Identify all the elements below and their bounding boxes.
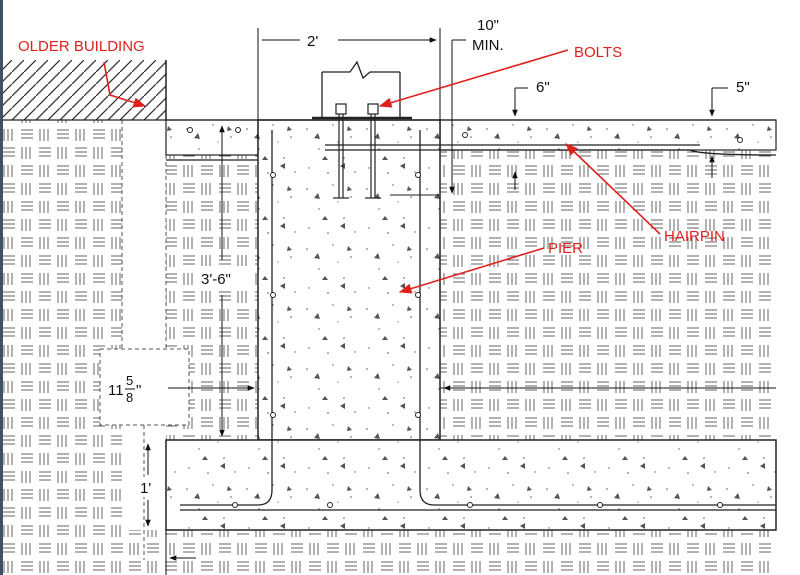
footing-depth-dimension: 1' bbox=[140, 480, 151, 497]
footing bbox=[165, 439, 777, 531]
older-building-leader bbox=[103, 61, 147, 108]
anchor-bolts bbox=[333, 103, 440, 199]
slab-left bbox=[165, 119, 259, 156]
left-edge-bar bbox=[0, 0, 3, 575]
soil-left bbox=[0, 120, 122, 575]
hairpin-leader bbox=[565, 143, 661, 235]
min-embed-value: 10" bbox=[477, 17, 499, 34]
base-plate bbox=[312, 60, 412, 120]
pier-width-dimension: 2' bbox=[307, 33, 318, 50]
gap-dimension: 11 5 8 " bbox=[108, 373, 141, 405]
hairpin-label: HAIRPIN bbox=[664, 228, 725, 245]
pier-leader bbox=[398, 247, 545, 294]
gap-denominator: 8 bbox=[126, 390, 133, 405]
pier bbox=[257, 119, 441, 441]
dimension-lines bbox=[145, 28, 776, 575]
soil-bottom bbox=[122, 530, 776, 575]
rebar bbox=[166, 130, 777, 511]
slab-cover-dimension: 6" bbox=[536, 79, 550, 96]
gap-whole: 11 bbox=[108, 382, 124, 399]
soil-regions bbox=[0, 120, 776, 575]
min-embed-suffix: MIN. bbox=[472, 37, 504, 54]
slab-thickness-dimension: 5" bbox=[736, 79, 750, 96]
soil-right bbox=[440, 150, 776, 440]
gap-numerator: 5 bbox=[126, 373, 133, 388]
annotation-arrows bbox=[103, 49, 661, 294]
bolts-leader bbox=[378, 49, 569, 108]
gap-unit: " bbox=[136, 382, 141, 399]
older-building-label: OLDER BUILDING bbox=[18, 38, 145, 55]
bolts-label: BOLTS bbox=[574, 44, 622, 61]
older-footing-outline bbox=[99, 120, 190, 560]
rebar-dots bbox=[187, 127, 743, 508]
pier-label: PIER bbox=[548, 240, 583, 257]
pier-depth-dimension: 3'-6" bbox=[201, 271, 231, 288]
older-building-hatch bbox=[0, 60, 166, 120]
